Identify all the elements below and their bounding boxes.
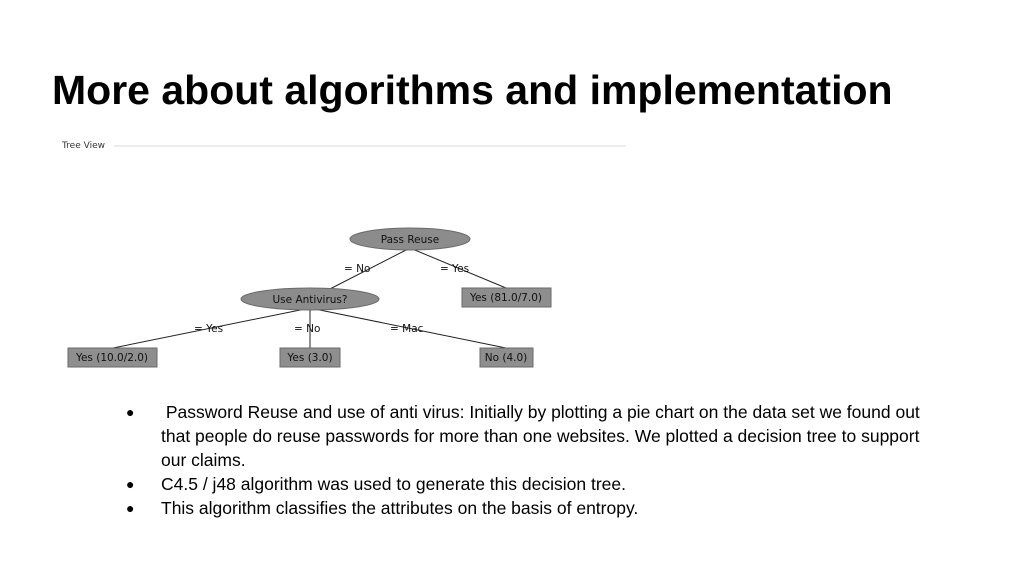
tree-view-panel: = No = Yes = Yes = No = Mac Pass Reuse U…	[58, 136, 630, 376]
node-use-antivirus	[240, 287, 380, 311]
edge-av-mac	[309, 307, 507, 349]
edge-label-root-no: = No	[344, 263, 370, 275]
bullet-dot-icon: ●	[126, 500, 135, 516]
bullet-dot-icon: ●	[126, 476, 135, 492]
bullet-item: ● C4.5 / j48 algorithm was used to gener…	[122, 472, 922, 496]
node-pass-reuse	[349, 227, 471, 251]
leaf-yes-3	[279, 347, 341, 368]
bullet-text: C4.5 / j48 algorithm was used to generat…	[161, 474, 626, 494]
edge-label-av-no: = No	[294, 323, 320, 335]
node-label-use-antivirus: Use Antivirus?	[273, 294, 348, 306]
decision-tree-diagram: = No = Yes = Yes = No = Mac Pass Reuse U…	[67, 145, 626, 368]
bullet-list: ● Password Reuse and use of anti virus: …	[122, 400, 922, 520]
tree-view-header: Tree View	[62, 141, 105, 151]
leaf-label-no-4: No (4.0)	[485, 352, 528, 364]
edge-av-yes	[112, 307, 311, 349]
edge-root-yes	[409, 247, 507, 289]
leaf-label-yes-81: Yes (81.0/7.0)	[469, 292, 542, 304]
bullet-item: ● Password Reuse and use of anti virus: …	[122, 400, 922, 472]
bullet-item: ● This algorithm classifies the attribut…	[122, 496, 922, 520]
bullet-text: This algorithm classifies the attributes…	[161, 498, 639, 518]
tree-edges	[112, 247, 507, 349]
leaf-yes-10	[67, 347, 158, 368]
bullet-dot-icon: ●	[126, 404, 135, 420]
leaf-no-4	[479, 347, 534, 368]
bullet-text: Password Reuse and use of anti virus: In…	[161, 402, 925, 470]
leaf-label-yes-10: Yes (10.0/2.0)	[75, 352, 148, 364]
edge-label-av-mac: = Mac	[390, 323, 424, 335]
leaf-label-yes-3: Yes (3.0)	[286, 352, 332, 364]
node-label-pass-reuse: Pass Reuse	[381, 234, 439, 246]
edge-root-no	[325, 247, 411, 292]
edge-label-av-yes: = Yes	[194, 323, 223, 335]
slide-title: More about algorithms and implementation	[52, 67, 893, 113]
leaf-yes-81	[461, 287, 552, 308]
edge-label-root-yes: = Yes	[440, 263, 469, 275]
